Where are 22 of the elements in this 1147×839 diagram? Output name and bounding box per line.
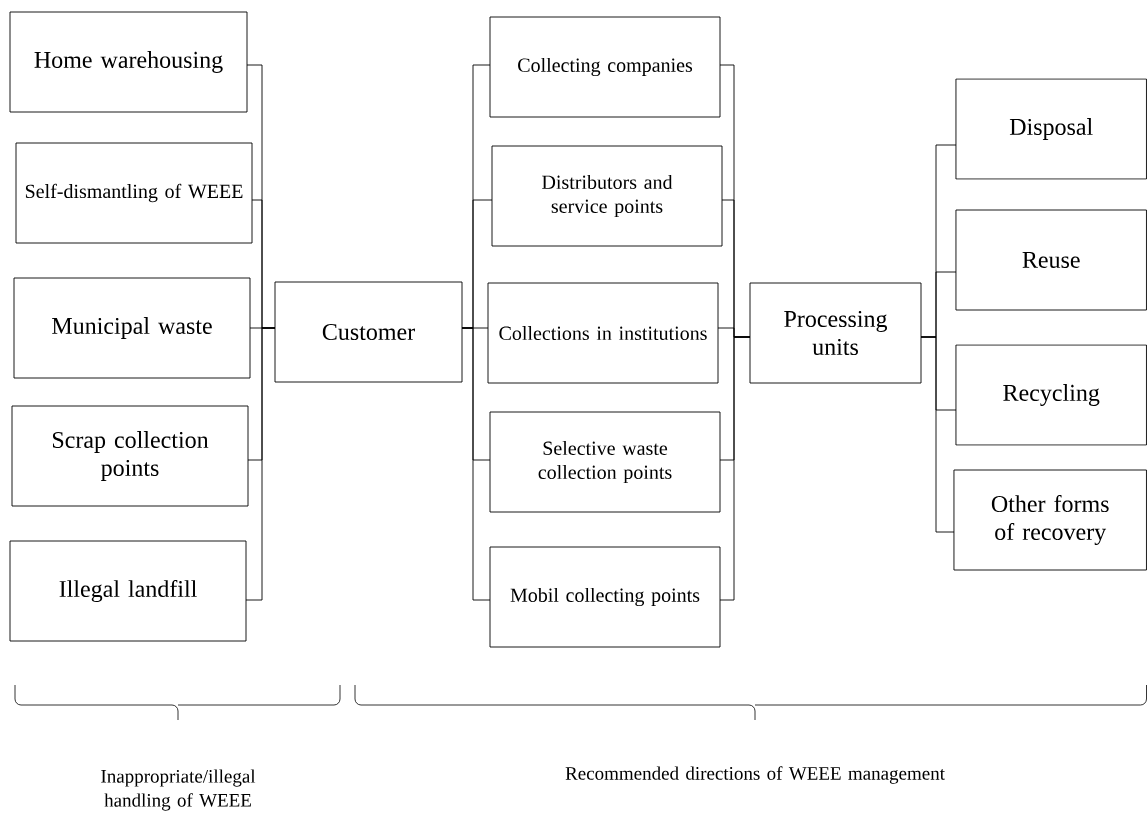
caption-text: Inappropriate/illegal handling of WEEE [101, 769, 256, 811]
process-box: Self-dismantling of WEEE [15, 142, 253, 244]
process-box: Illegal landfill [9, 540, 247, 642]
connector [245, 327, 276, 601]
process-box: Selective waste collection points [489, 411, 721, 513]
process-box: Collecting companies [489, 16, 721, 118]
process-box: Recycling [955, 344, 1147, 446]
process-box: Other forms of recovery [953, 469, 1147, 571]
connector [920, 336, 955, 533]
process-box: Processing units [749, 282, 922, 384]
process-box: Customer [274, 281, 463, 383]
connector [719, 336, 751, 601]
process-box: Reuse [955, 209, 1147, 311]
caption-text: Recommended directions of WEEE management [565, 766, 945, 784]
process-box: Home warehousing [9, 11, 248, 113]
process-box: Distributors and service points [491, 145, 723, 247]
process-box: Mobil collecting points [489, 546, 721, 648]
connector [461, 327, 491, 601]
process-box: Collections in institutions [487, 282, 719, 384]
process-box: Municipal waste [13, 277, 251, 379]
process-box: Scrap collection points [11, 405, 249, 507]
process-box: Disposal [955, 78, 1147, 180]
